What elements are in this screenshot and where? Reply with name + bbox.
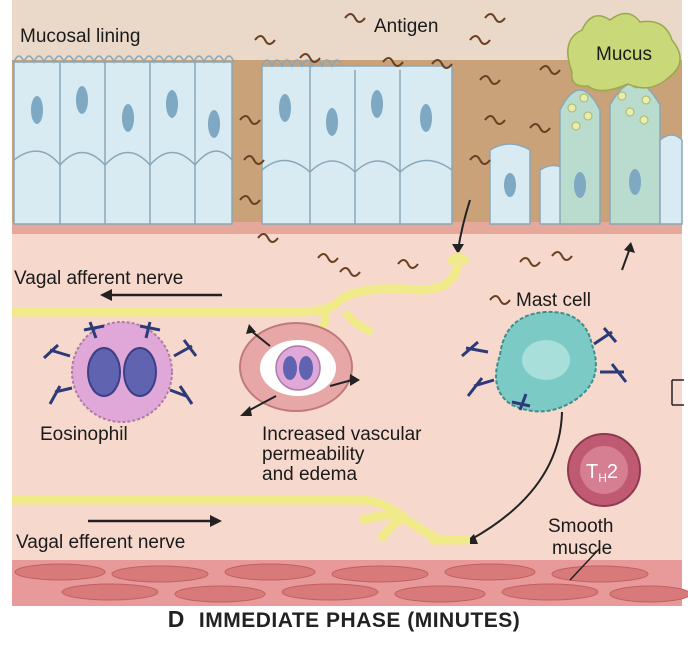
label-vagal-efferent: Vagal efferent nerve <box>16 532 185 553</box>
label-smooth-2: muscle <box>552 538 612 559</box>
label-vascular-2: permeability <box>262 444 365 465</box>
smooth-muscle-layer <box>12 560 688 606</box>
label-smooth-1: Smooth <box>548 516 613 537</box>
label-antigen: Antigen <box>374 16 438 37</box>
figure-caption: D IMMEDIATE PHASE (MINUTES) <box>0 606 688 633</box>
eosinophil-cell <box>72 322 172 422</box>
mast-cell <box>496 312 596 412</box>
th2-cell <box>568 434 640 506</box>
label-vascular-3: and edema <box>262 464 358 485</box>
label-vagal-afferent: Vagal afferent nerve <box>14 268 183 289</box>
epithelium-left <box>14 56 234 224</box>
caption-title: IMMEDIATE PHASE (MINUTES) <box>199 609 520 632</box>
caption-panel-letter: D <box>168 606 185 632</box>
label-mast-cell: Mast cell <box>516 290 591 311</box>
label-vascular-1: Increased vascular <box>262 424 422 445</box>
label-mucosal-lining: Mucosal lining <box>20 26 140 47</box>
label-eosinophil: Eosinophil <box>40 424 128 445</box>
label-mucus: Mucus <box>596 44 652 65</box>
epithelium-middle <box>262 60 452 224</box>
